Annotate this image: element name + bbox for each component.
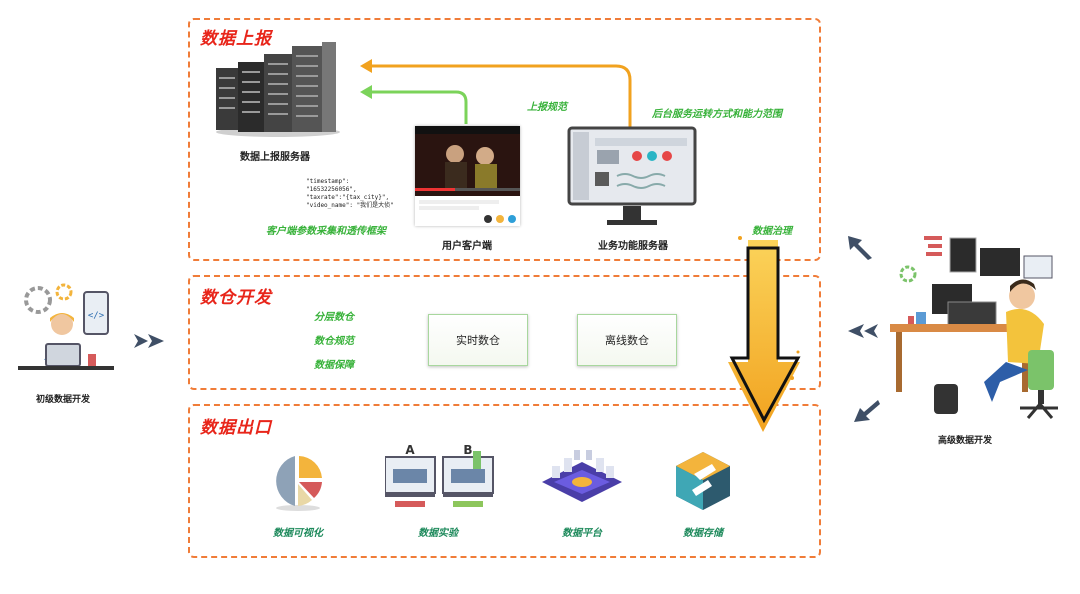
offline-warehouse-box: 离线数仓 bbox=[577, 314, 677, 366]
storage-icon bbox=[676, 452, 730, 510]
warehouse-item: 数据保障 bbox=[314, 360, 354, 371]
sdk-desc-text: 客户端参数采集和透传框架 bbox=[266, 226, 386, 237]
business-server-label: 业务功能服务器 bbox=[598, 241, 668, 252]
backend-desc-text: 后台服务运转方式和能力范围 bbox=[652, 109, 782, 120]
ab-label-b: B bbox=[463, 443, 472, 457]
governance-label: 数据治理 bbox=[752, 226, 792, 237]
output-label: 数据实验 bbox=[418, 528, 458, 539]
code-line: "video_name": "我们是大侦" bbox=[306, 202, 394, 209]
senior-developer-label: 高级数据开发 bbox=[938, 436, 993, 446]
output-label: 数据可视化 bbox=[273, 528, 323, 539]
server-label: 数据上报服务器 bbox=[240, 152, 310, 163]
section-title-output: 数据出口 bbox=[200, 418, 272, 438]
client-app-mockup bbox=[415, 126, 520, 226]
section-title-report: 数据上报 bbox=[200, 29, 272, 49]
code-snippet: "timestamp": "16532256056", "taxrate":"{… bbox=[306, 178, 402, 210]
warehouse-item: 分层数仓 bbox=[314, 312, 354, 323]
section-output bbox=[188, 404, 821, 558]
code-line: "taxrate":"{tax_city}", bbox=[306, 194, 390, 201]
report-flow-arrows bbox=[360, 59, 632, 128]
warehouse-item: 数仓规范 bbox=[314, 336, 354, 347]
junior-developer-illustration: </> bbox=[18, 283, 114, 370]
section-title-warehouse: 数仓开发 bbox=[200, 288, 272, 308]
senior-arrow-top-icon bbox=[848, 236, 872, 260]
section-warehouse bbox=[188, 275, 821, 390]
section-report bbox=[188, 18, 821, 261]
video-thumbnail-icon bbox=[415, 126, 520, 196]
senior-arrow-mid-icon bbox=[848, 324, 878, 338]
junior-developer-label: 初级数据开发 bbox=[36, 395, 91, 405]
pie-chart-icon bbox=[276, 456, 322, 511]
ab-label-a: A bbox=[405, 443, 415, 457]
governance-down-arrow bbox=[728, 236, 801, 432]
server-rack-icon bbox=[216, 42, 340, 137]
senior-arrow-bottom-icon bbox=[854, 400, 880, 422]
junior-arrow-icon bbox=[134, 334, 164, 348]
report-norm-text: 上报规范 bbox=[527, 102, 567, 113]
senior-developer-illustration bbox=[890, 236, 1058, 419]
ab-test-icon: A B bbox=[385, 443, 494, 507]
code-line: "timestamp": "16532256056", bbox=[306, 178, 357, 193]
platform-icon bbox=[542, 450, 622, 502]
realtime-warehouse-box: 实时数仓 bbox=[428, 314, 528, 366]
client-label: 用户客户端 bbox=[442, 241, 492, 252]
monitor-icon bbox=[567, 126, 697, 225]
output-label: 数据存储 bbox=[683, 528, 723, 539]
output-label: 数据平台 bbox=[562, 528, 602, 539]
svg-text:</>: </> bbox=[88, 311, 105, 321]
